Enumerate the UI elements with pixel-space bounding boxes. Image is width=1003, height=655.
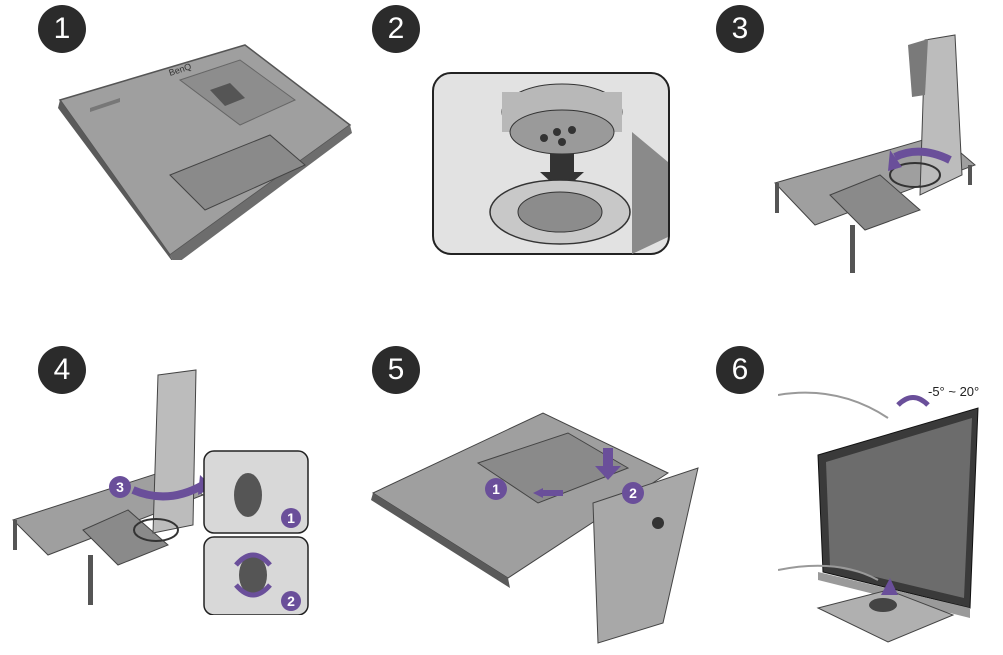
step-3-badge: 3 [716, 5, 764, 53]
step-4-illustration: 3 1 2 [8, 365, 313, 615]
step-4-detail-callout-1: 1 [287, 510, 295, 526]
step-1-illustration: BenQ [50, 40, 360, 260]
step-2-badge: 2 [372, 5, 420, 53]
step-6-badge: 6 [716, 346, 764, 394]
step-6-illustration [778, 380, 998, 645]
step-5-illustration: 1 2 [368, 408, 708, 653]
tilt-range-label: -5° ~ 20° [928, 384, 980, 399]
step-3-illustration [770, 25, 990, 280]
step-5-badge: 5 [372, 346, 420, 394]
step-5-callout-2: 2 [629, 485, 637, 501]
step-5-callout-1: 1 [492, 481, 500, 497]
step-1-badge: 1 [38, 5, 86, 53]
step-4-detail-callout-2: 2 [287, 593, 295, 609]
step-4-callout-3: 3 [116, 479, 124, 495]
step-2-illustration [432, 72, 672, 257]
step-4-badge: 4 [38, 346, 86, 394]
